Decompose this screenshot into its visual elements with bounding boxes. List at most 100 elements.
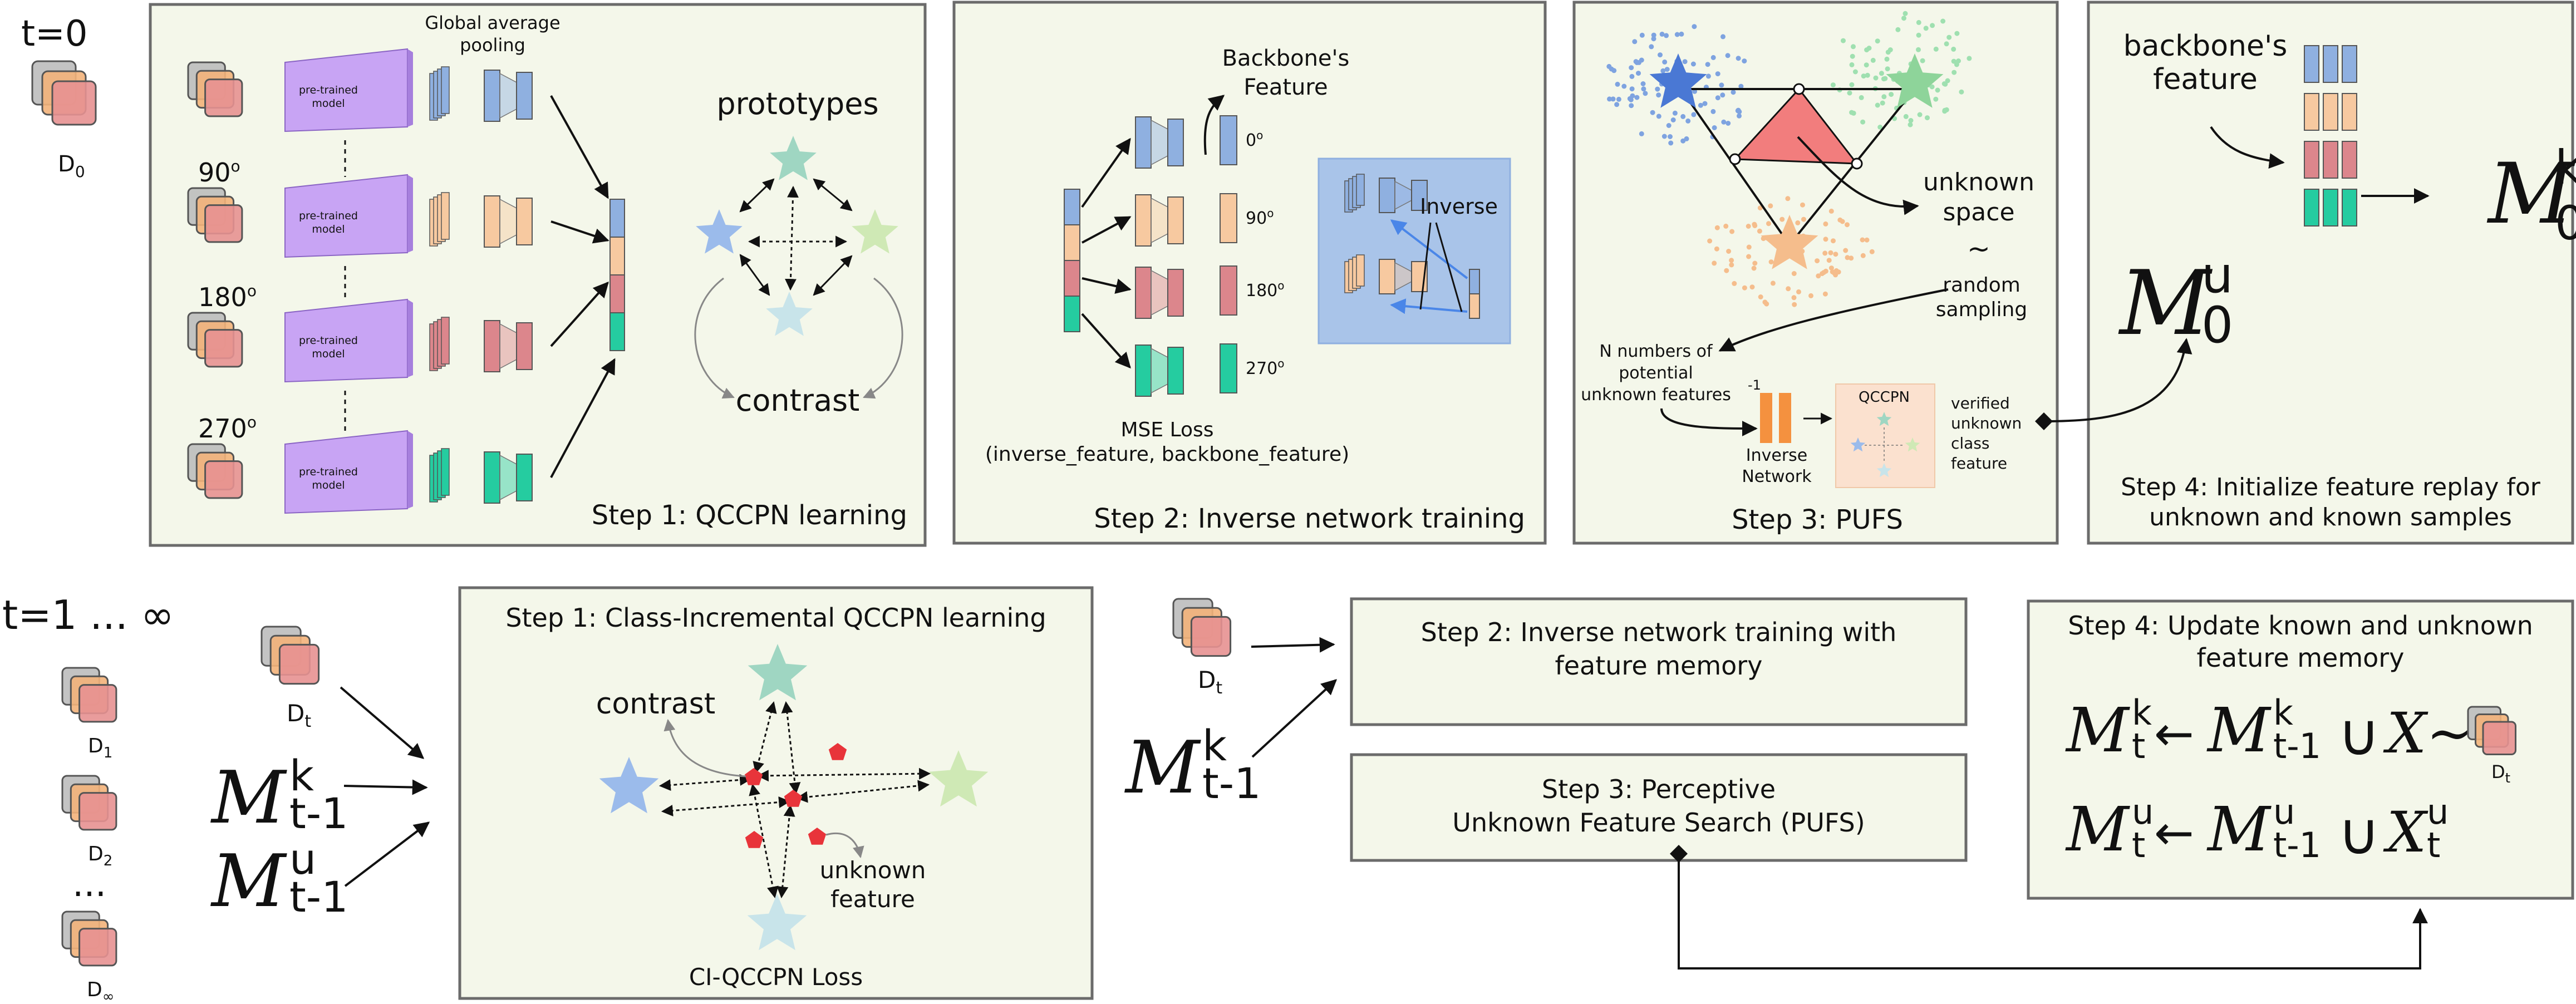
sample-dot: [1751, 265, 1757, 271]
sample-dot: [1607, 96, 1612, 102]
svg-text:X~: X~: [2383, 701, 2473, 766]
midpoint-marker: [1729, 153, 1741, 165]
model-label: pre-trained: [299, 334, 358, 347]
model-label: pre-trained: [299, 84, 358, 96]
sample-dot: [1680, 114, 1686, 119]
prototype-star-icon: [770, 136, 817, 180]
bottom-dataset-stacks: [61, 626, 320, 967]
sample-dot: [1715, 71, 1720, 77]
ci-qccpn-graph: [599, 644, 989, 951]
contrast-arrow: [739, 178, 775, 213]
fc-layer-icon: [1167, 347, 1184, 395]
sample-dot: [1628, 97, 1634, 102]
model-label: pre-trained: [299, 466, 358, 478]
fc-layer-icon: [1167, 196, 1184, 244]
contrast-arrow: [749, 783, 779, 899]
input-feature-segment: [1064, 260, 1080, 297]
pufs-pipeline: [1760, 383, 1935, 488]
class-star-green-icon: [1886, 53, 1944, 108]
mse-loss-args: (inverse_feature, backbone_feature): [985, 443, 1349, 466]
prototype-star-icon: [748, 644, 808, 701]
sample-dot: [1845, 255, 1850, 260]
sample-dot: [1770, 280, 1776, 286]
sample-dot: [1616, 96, 1621, 102]
sample-dot: [1746, 254, 1752, 259]
sample-dot: [1946, 35, 1952, 40]
qccpn-mini-label: QCCPN: [1859, 389, 1910, 406]
sample-dot: [1877, 125, 1883, 130]
caption-step3: Step 3: PUFS: [1732, 504, 1903, 535]
sample-dot: [1749, 284, 1755, 290]
sample-dot: [1746, 244, 1752, 250]
svg-text:u: u: [2273, 791, 2295, 832]
backbone-feature-bar: [1220, 343, 1237, 393]
prototype-star-icon: [747, 894, 807, 951]
sample-dot: [1895, 27, 1901, 32]
sample-dot: [1714, 246, 1719, 252]
inverse-input-segment: [1469, 293, 1480, 319]
t1-label: t=1 ... ∞: [2, 592, 174, 638]
bottom-step3-line2: Unknown Feature Search (PUFS): [1452, 808, 1865, 838]
pretrained-model-side: [407, 175, 413, 253]
sample-dot: [1729, 258, 1734, 263]
sample-dot: [1656, 92, 1661, 98]
fc-layer-icon: [484, 195, 500, 248]
sample-dot: [1786, 286, 1791, 292]
prototype-star-icon: [696, 209, 743, 254]
memory-feature-cell: [2323, 141, 2338, 179]
sample-dot: [1742, 58, 1747, 64]
unknown-pentagon-icon: [784, 790, 803, 807]
sample-dot: [1752, 222, 1757, 227]
fc-layer-icon: [1411, 180, 1428, 211]
sample-dot: [1801, 216, 1806, 222]
sample-dot: [1791, 271, 1797, 276]
sample-dot: [1916, 19, 1921, 25]
dataset-image-icon: [78, 792, 117, 831]
inverse-arrow: [1390, 298, 1468, 314]
sample-dot: [1719, 82, 1724, 88]
inverse-input-arrow: [1081, 216, 1132, 244]
sample-dot: [1875, 38, 1880, 44]
sample-dot: [1720, 92, 1725, 98]
sample-dot: [1866, 46, 1872, 51]
sample-dot: [1779, 216, 1785, 222]
sample-dot: [1851, 110, 1856, 116]
sample-dot: [1610, 96, 1616, 102]
sample-dot: [1632, 39, 1638, 45]
unknown-pentagon-icon: [744, 768, 763, 785]
svg-text:←: ←: [2154, 706, 2194, 762]
sample-dot: [1887, 47, 1893, 52]
sample-dot: [1864, 237, 1870, 243]
bottom-contrast-label: contrast: [596, 687, 715, 721]
sample-dot: [1664, 33, 1669, 38]
unknown-pentagon-icon: [828, 743, 847, 760]
fc-layer-icon: [516, 198, 533, 245]
sample-dot: [1816, 273, 1821, 279]
inverse-net-layer: [1760, 393, 1772, 443]
model-label: model: [312, 479, 345, 491]
bottom-step2-line2: feature memory: [1555, 651, 1763, 681]
sample-dot: [1941, 81, 1947, 86]
sample-dot: [1649, 44, 1654, 50]
sample-dot: [1629, 73, 1635, 79]
panel-bottom-step3: [1350, 753, 1968, 862]
sample-dot: [1766, 221, 1771, 227]
sample-dot: [1908, 118, 1914, 123]
sample-dot: [1860, 253, 1866, 258]
inverse-network-2: Network: [1742, 467, 1812, 486]
dataset-image-icon: [278, 643, 320, 685]
step4-feature-grid: [2304, 45, 2357, 227]
prototypes-label: prototypes: [716, 86, 878, 121]
unknown-space-1: unknown: [1923, 168, 2034, 196]
sample-dot: [1808, 293, 1813, 298]
sample-dot: [1768, 259, 1774, 265]
step1-rotation-rows: pre-trainedmodelpre-trainedmodel90opre-t…: [187, 48, 625, 514]
sample-dot: [1614, 102, 1620, 107]
contrast-arrow: [776, 804, 795, 899]
sample-dot: [1884, 56, 1890, 62]
sample-dot: [1668, 134, 1673, 139]
dataset-image-icon: [2482, 721, 2516, 755]
caption-step4-1: Step 4: Initialize feature replay for: [2121, 473, 2541, 501]
sample-dot: [1940, 18, 1946, 24]
